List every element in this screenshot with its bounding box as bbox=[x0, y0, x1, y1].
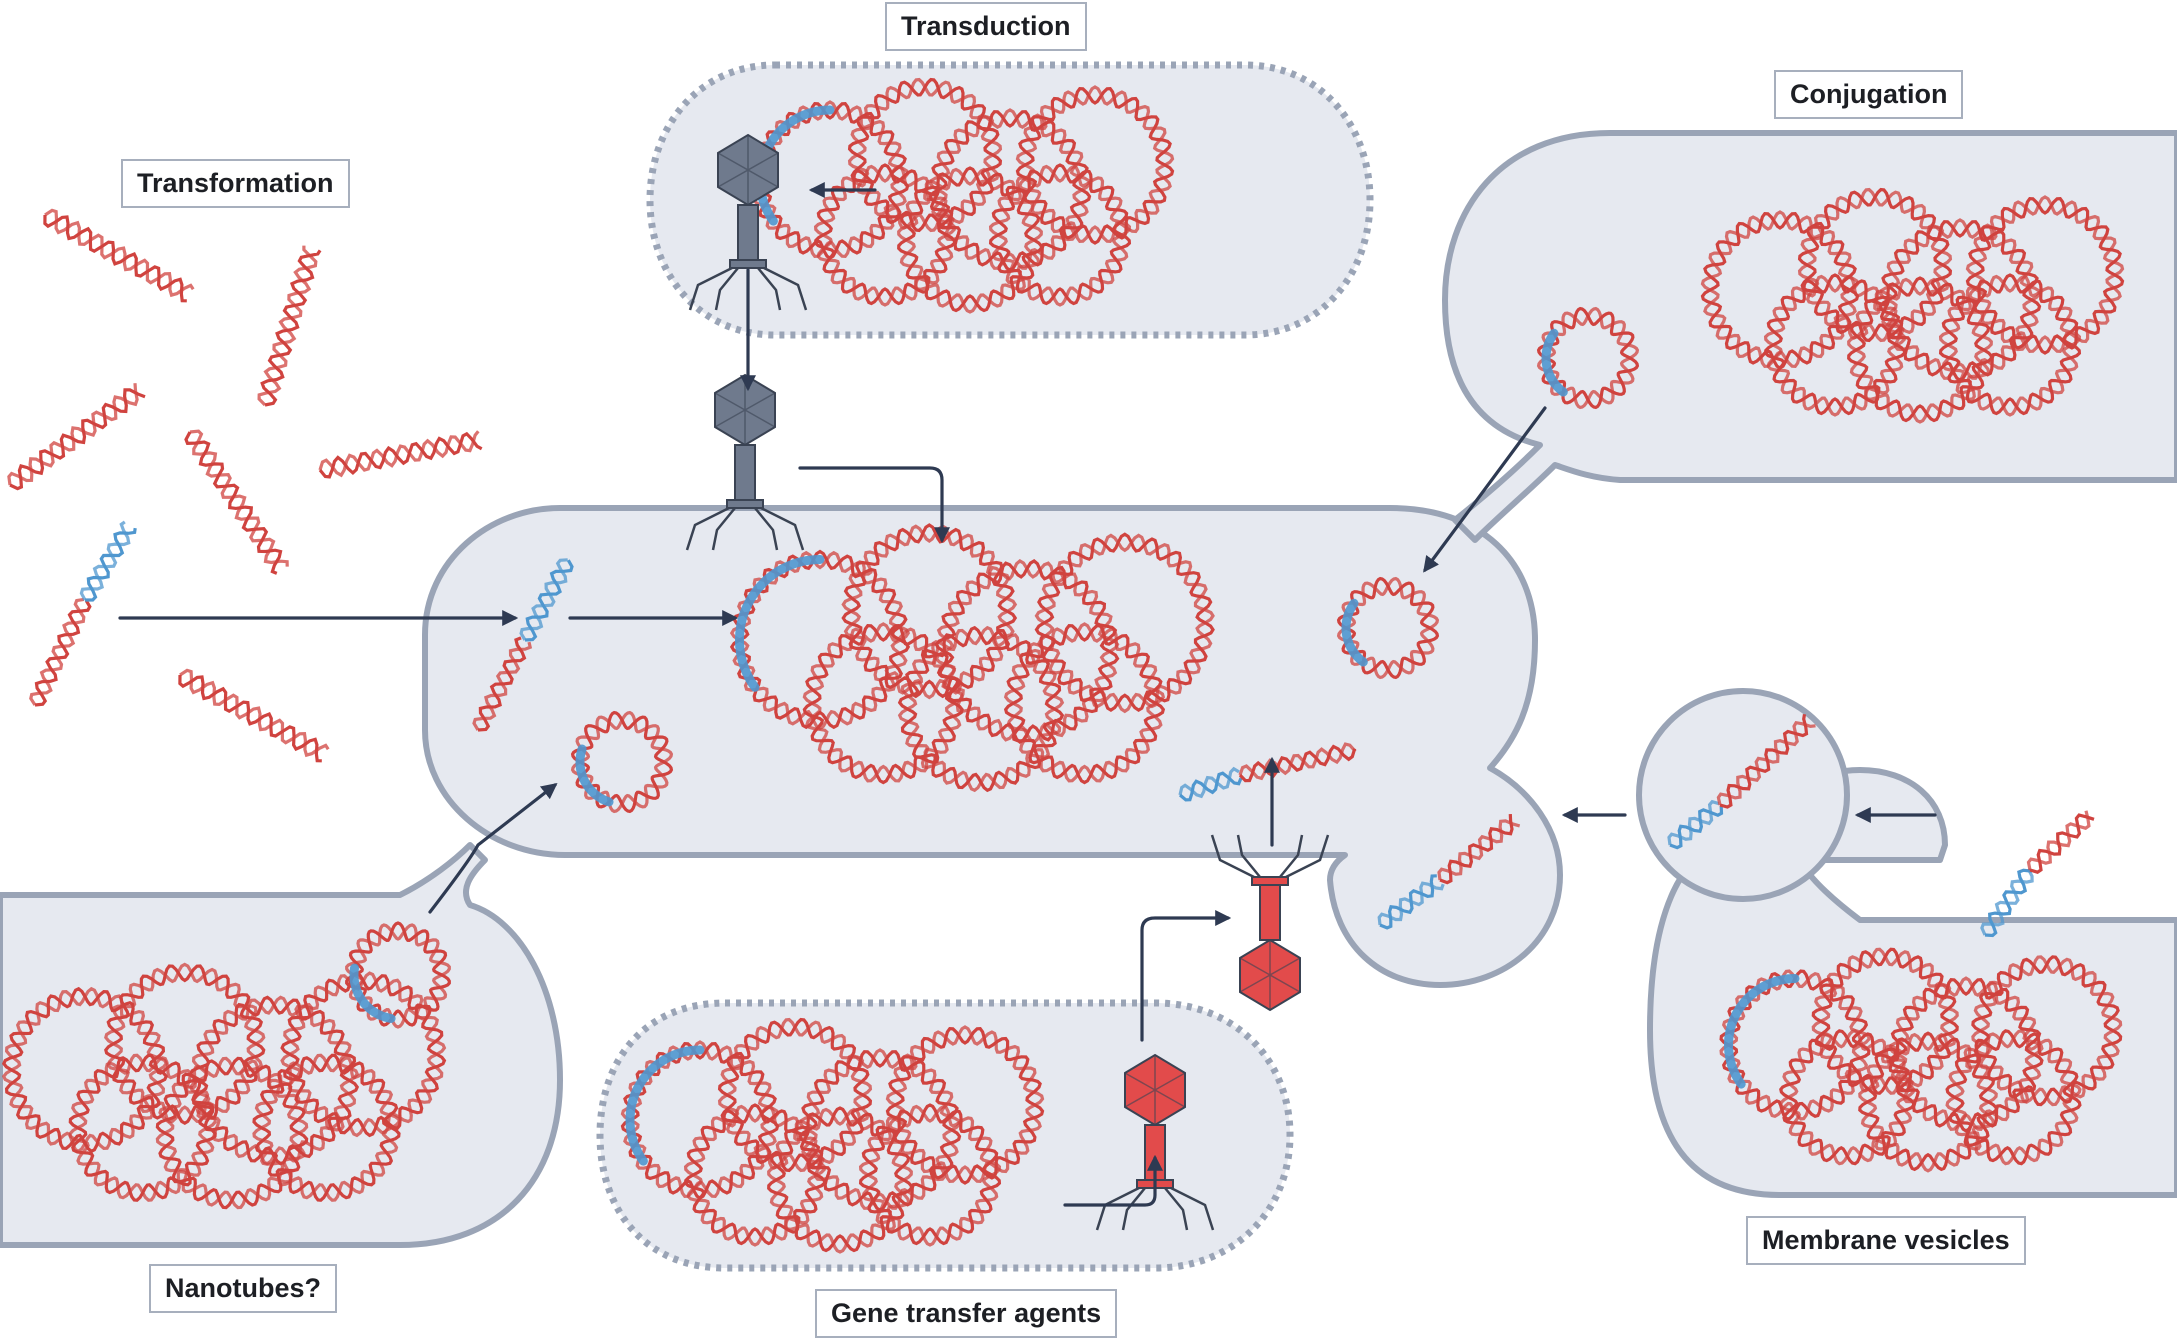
free-dna-fragment bbox=[178, 668, 330, 763]
vesicle-dna-seg bbox=[1716, 713, 1816, 809]
arrow-nanotube bbox=[428, 783, 558, 914]
free-dna-fragment bbox=[184, 429, 289, 575]
transduction-chromosome-loop bbox=[988, 163, 1132, 307]
bud-dna-seg bbox=[1437, 814, 1521, 885]
gta-delivered-dna-seg bbox=[1178, 766, 1243, 802]
vesicle-chromosome-loop bbox=[1811, 947, 1959, 1095]
bud-dna-seg bbox=[1377, 874, 1445, 930]
cells-layer bbox=[0, 61, 2177, 1272]
vesicle-dna bbox=[1667, 713, 1816, 850]
recipient-chromosome-loop bbox=[1034, 532, 1215, 714]
conjugation-chromosome-loop bbox=[1847, 276, 1993, 424]
donor-dna-fragment bbox=[29, 520, 137, 707]
vesicle-chromosome-loop bbox=[1779, 1029, 1916, 1166]
vesicle-chromosome-loop bbox=[1945, 1029, 2082, 1166]
transduction-chromosome-loop bbox=[847, 77, 1003, 233]
recipient-chromosome bbox=[729, 523, 1215, 793]
label-transformation: Transformation bbox=[121, 159, 350, 208]
vesicle-dna-seg bbox=[1667, 799, 1724, 850]
recipient-chromosome-loop bbox=[841, 523, 1018, 700]
transferred-plasmid bbox=[1336, 576, 1440, 680]
label-membrane-vesicles: Membrane vesicles bbox=[1746, 1216, 2026, 1265]
incoming-dna-fragment-seg bbox=[519, 558, 574, 642]
donor-dna-fragment-seg bbox=[79, 520, 137, 602]
conjugation-chromosome-loop bbox=[1938, 273, 2082, 417]
gta-delivered-dna bbox=[1178, 742, 1357, 802]
arrow-gta-travel bbox=[1140, 910, 1232, 1042]
gta-chromosome bbox=[620, 1017, 1045, 1254]
gta-chromosome-loop bbox=[858, 1103, 1002, 1247]
free-dna-fragment bbox=[7, 383, 146, 491]
nanotube-chromosome-loop bbox=[252, 1053, 401, 1202]
nanotube-chromosome bbox=[1, 962, 447, 1210]
donor-dna-fragment-seg bbox=[29, 597, 92, 707]
vesicle-chromosome-loop bbox=[1858, 1031, 1998, 1173]
donor-plasmid bbox=[1536, 306, 1640, 410]
arrow-gta-release bbox=[1063, 1154, 1163, 1207]
recipient-chromosome-loop bbox=[897, 625, 1065, 793]
nanotube-plasmid bbox=[345, 921, 451, 1029]
arrow-phage-inject bbox=[798, 466, 950, 544]
free-dna-fragment bbox=[257, 245, 322, 407]
arrow-conjugation bbox=[1423, 406, 1547, 573]
recipient-chromosome-loop bbox=[729, 549, 911, 731]
recipient-chromosome-loop bbox=[1003, 622, 1166, 785]
recipient-cell bbox=[422, 505, 1563, 988]
vesicle-chromosome bbox=[1719, 947, 2123, 1173]
label-nanotubes: Nanotubes? bbox=[149, 1264, 338, 1313]
docked-gene-transfer-agent-icon bbox=[1210, 834, 1330, 1012]
attached-phage-icon bbox=[685, 373, 805, 551]
recipient-plasmid bbox=[570, 710, 674, 814]
transduction-phage-icon bbox=[688, 133, 808, 311]
nanotube-chromosome-loop bbox=[280, 971, 447, 1138]
incoming-dna-fragment bbox=[472, 558, 574, 732]
donor-vesicle-dna-seg bbox=[1980, 868, 2034, 938]
arrows-layer bbox=[118, 182, 1937, 1207]
gta-delivered-dna-seg bbox=[1238, 742, 1357, 783]
free-dna-fragment bbox=[43, 208, 195, 303]
dna-layer bbox=[1, 77, 2125, 1254]
label-conjugation: Conjugation bbox=[1774, 70, 1964, 119]
donor-vesicle-dna-seg bbox=[2026, 810, 2095, 874]
label-transduction: Transduction bbox=[885, 2, 1087, 51]
vesicle-chromosome-loop bbox=[1971, 955, 2123, 1107]
gta-chromosome-loop bbox=[885, 1025, 1045, 1185]
gta-chromosome-loop bbox=[767, 1106, 913, 1254]
incoming-dna-fragment-seg bbox=[472, 636, 533, 732]
conjugation-chromosome bbox=[1700, 187, 2125, 424]
nanotube-chromosome-loop bbox=[104, 962, 266, 1126]
conjugation-chromosome-loop bbox=[1797, 187, 1953, 343]
transduction-chromosome-loop bbox=[897, 166, 1043, 314]
donor-vesicle-dna bbox=[1980, 810, 2095, 938]
bud-dna bbox=[1377, 814, 1521, 930]
transduction-chromosome-loop bbox=[1015, 85, 1175, 245]
recipient-chromosome-loop bbox=[802, 622, 964, 785]
free-dna-fragment bbox=[318, 430, 483, 479]
membrane-vesicle bbox=[1636, 688, 1850, 902]
conjugation-chromosome-loop bbox=[1965, 195, 2125, 355]
phage-layer bbox=[685, 133, 1330, 1231]
gta-chromosome-loop bbox=[717, 1017, 873, 1173]
label-gene-transfer-agents: Gene transfer agents bbox=[815, 1289, 1118, 1338]
nanotube-chromosome-loop bbox=[155, 1056, 309, 1210]
